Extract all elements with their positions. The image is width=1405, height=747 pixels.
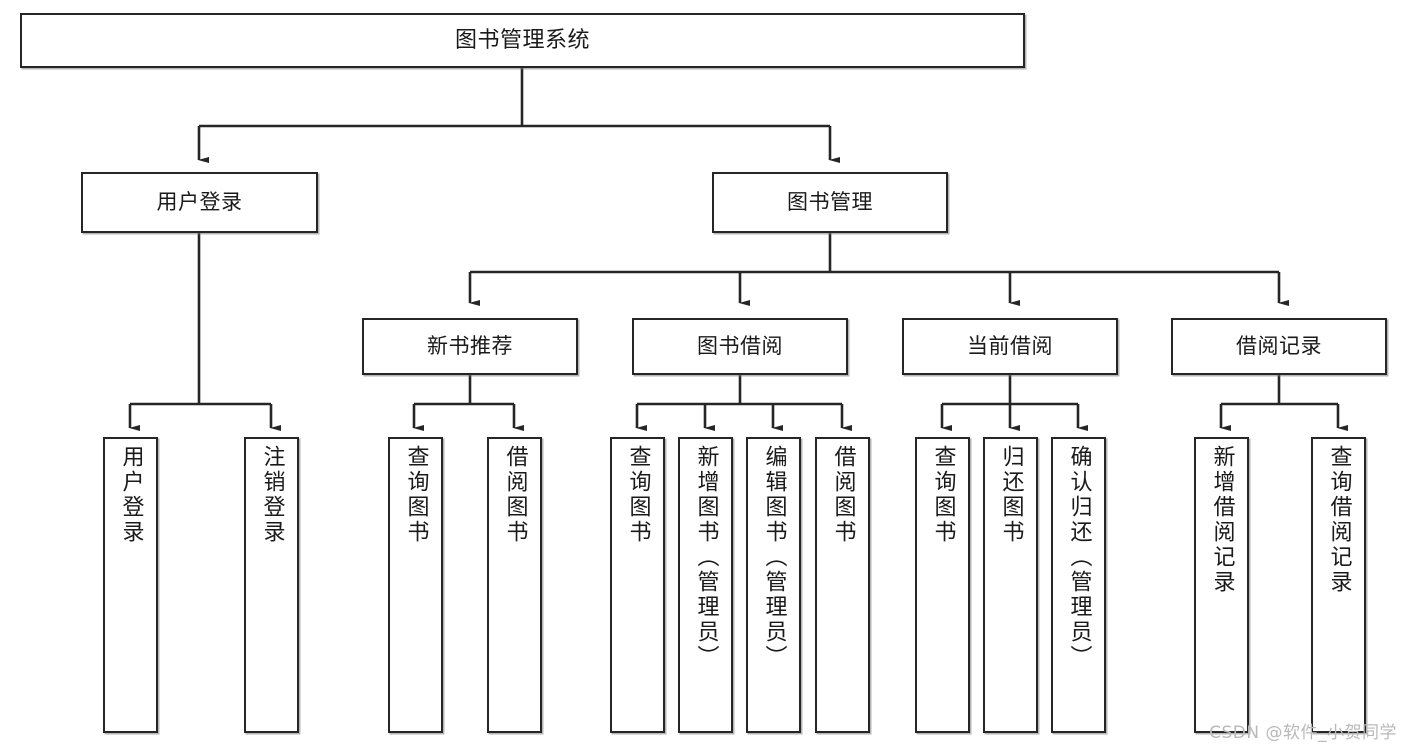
leaf-query-borrow-record[interactable]: 查询借阅记录 (1311, 437, 1366, 733)
leaf-query-book-borrow[interactable]: 查询图书 (610, 437, 665, 733)
node-label: 当前借阅 (967, 334, 1053, 359)
node-label: 图书借阅 (697, 334, 783, 359)
node-label: 图书管理 (787, 190, 873, 215)
leaf-logout[interactable]: 注销登录 (244, 437, 299, 733)
node-label: 注销登录 (259, 445, 285, 545)
node-label: 确认归还（管理员） (1066, 445, 1092, 670)
node-label: 归还图书 (998, 445, 1024, 545)
node-book-borrow[interactable]: 图书借阅 (632, 318, 848, 375)
leaf-edit-book-admin[interactable]: 编辑图书（管理员） (746, 437, 801, 733)
node-label: 查询借阅记录 (1326, 445, 1352, 595)
leaf-return-book[interactable]: 归还图书 (983, 437, 1038, 733)
leaf-add-book-admin[interactable]: 新增图书（管理员） (678, 437, 733, 733)
node-borrow-record[interactable]: 借阅记录 (1171, 318, 1387, 375)
node-label: 新书推荐 (427, 334, 513, 359)
leaf-user-login[interactable]: 用户登录 (103, 437, 158, 733)
node-new-book-recommendation[interactable]: 新书推荐 (362, 318, 578, 375)
node-label: 查询图书 (930, 445, 956, 545)
node-label: 借阅记录 (1236, 334, 1322, 359)
node-book-management[interactable]: 图书管理 (712, 172, 948, 233)
leaf-add-borrow-record[interactable]: 新增借阅记录 (1194, 437, 1249, 733)
node-label: 编辑图书（管理员） (761, 445, 787, 670)
node-label: 借阅图书 (830, 445, 856, 545)
node-label: 查询图书 (403, 445, 429, 545)
node-label: 查询图书 (625, 445, 651, 545)
watermark: CSDN @软件_小贺同学 (1209, 723, 1397, 743)
leaf-borrow-book-recommend[interactable]: 借阅图书 (487, 437, 542, 733)
leaf-query-book-recommend[interactable]: 查询图书 (388, 437, 443, 733)
leaf-borrow-book[interactable]: 借阅图书 (815, 437, 870, 733)
node-label: 新增借阅记录 (1209, 445, 1235, 595)
node-label: 借阅图书 (502, 445, 528, 545)
node-label: 用户登录 (118, 445, 144, 545)
node-user-login[interactable]: 用户登录 (81, 172, 318, 233)
leaf-confirm-return-admin[interactable]: 确认归还（管理员） (1051, 437, 1106, 733)
node-current-borrow[interactable]: 当前借阅 (902, 318, 1118, 375)
node-root-library-management-system[interactable]: 图书管理系统 (20, 13, 1025, 68)
node-label: 新增图书（管理员） (693, 445, 719, 670)
leaf-query-book-current[interactable]: 查询图书 (915, 437, 970, 733)
node-label: 图书管理系统 (454, 27, 590, 53)
node-label: 用户登录 (156, 190, 243, 215)
